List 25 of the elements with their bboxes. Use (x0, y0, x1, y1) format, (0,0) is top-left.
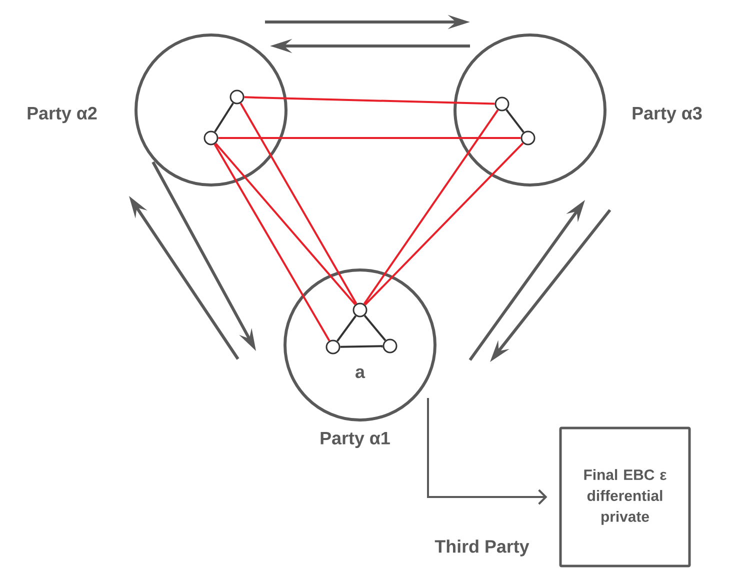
arrow (427, 398, 548, 505)
connection-line (364, 314, 386, 342)
connection-line (506, 109, 524, 133)
vertex-dot (382, 338, 398, 354)
party-label: Party α3 (632, 106, 702, 124)
connection-line (363, 109, 499, 305)
vertex-dot (352, 302, 368, 318)
connection-line (214, 144, 330, 342)
party-label: Party α1 (320, 432, 390, 448)
connection-line (364, 142, 524, 306)
vertex-dot (204, 130, 218, 146)
vertex-dot (520, 130, 536, 146)
vertex-dot (326, 340, 340, 354)
vertex-dot (494, 96, 510, 112)
vertex-dot (230, 90, 244, 104)
connection-line (244, 96, 495, 105)
party-label: Party α2 (28, 106, 97, 124)
party-label: Third Party (434, 540, 530, 556)
connection-line (218, 137, 521, 139)
connection-line (336, 315, 357, 342)
connection-line (215, 142, 356, 306)
connection-line (340, 345, 383, 348)
connection-line (214, 102, 234, 132)
connection-line (240, 102, 358, 304)
result-box: Final EBC ε differential private (559, 426, 691, 568)
